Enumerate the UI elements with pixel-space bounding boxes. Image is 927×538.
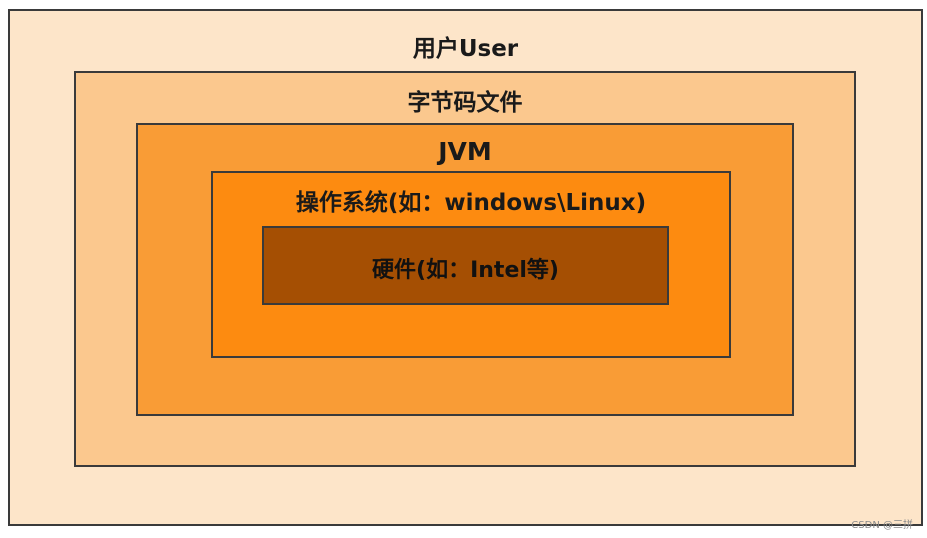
bytecode-layer-label: 字节码文件	[407, 90, 523, 116]
watermark: CSDN @三拼	[851, 520, 913, 531]
hardware-layer-label: 硬件(如：Intel等)	[372, 258, 559, 283]
jvm-layer-label: JVM	[438, 137, 492, 166]
os-layer-label: 操作系统(如：windows\Linux)	[295, 190, 647, 216]
hardware-layer: 硬件(如：Intel等)	[262, 226, 669, 305]
user-layer-label: 用户User	[412, 36, 519, 62]
